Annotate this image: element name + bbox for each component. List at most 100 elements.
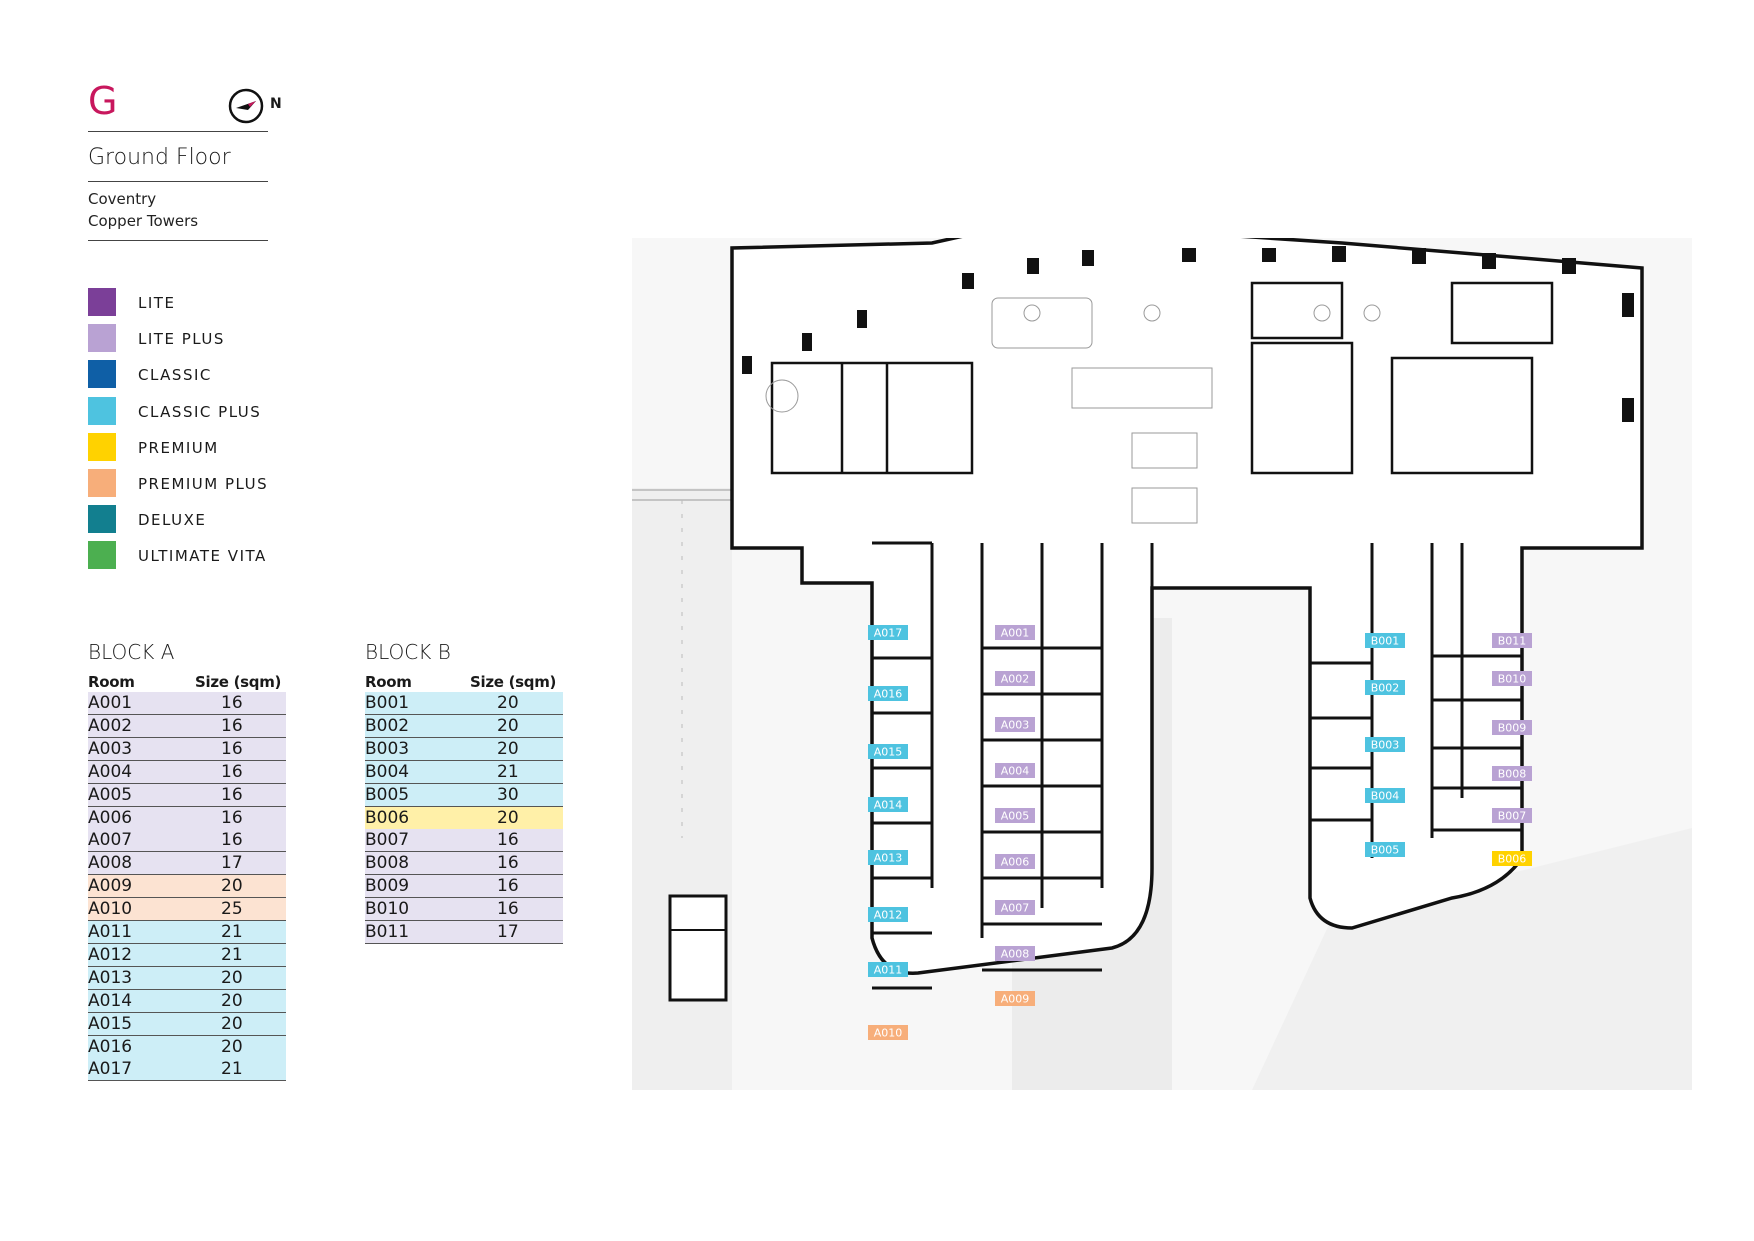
room-number: A006 bbox=[88, 807, 133, 828]
svg-text:A006: A006 bbox=[1001, 856, 1030, 869]
floor-plan: A017A016A015A014A013A012A011A010A001A002… bbox=[632, 238, 1692, 1090]
svg-text:B011: B011 bbox=[1498, 635, 1527, 648]
svg-text:B005: B005 bbox=[1371, 844, 1400, 857]
svg-text:B010: B010 bbox=[1498, 673, 1527, 686]
legend-swatch bbox=[88, 396, 116, 425]
room-label: A010 bbox=[868, 1025, 908, 1040]
svg-text:B003: B003 bbox=[1371, 739, 1400, 752]
room-size: 16 bbox=[221, 784, 243, 805]
room-label: A004 bbox=[995, 763, 1035, 778]
room-size: 20 bbox=[497, 715, 519, 736]
legend-label: PREMIUM bbox=[138, 438, 219, 457]
room-size: 20 bbox=[221, 967, 243, 988]
room-label: B003 bbox=[1365, 737, 1405, 752]
room-label: B011 bbox=[1492, 633, 1532, 648]
room-label: A011 bbox=[868, 962, 908, 977]
room-size: 20 bbox=[497, 807, 519, 828]
legend-label: ULTIMATE VITA bbox=[138, 547, 267, 566]
svg-text:A004: A004 bbox=[1001, 765, 1030, 778]
legend-item: LITE bbox=[88, 288, 348, 316]
room-number: A005 bbox=[88, 784, 133, 805]
room-size: 16 bbox=[221, 715, 243, 736]
legend-swatch bbox=[88, 469, 116, 497]
room-number: B008 bbox=[365, 853, 410, 874]
room-number: A017 bbox=[88, 1059, 133, 1080]
legend-swatch bbox=[88, 288, 116, 316]
svg-text:A015: A015 bbox=[874, 746, 903, 759]
table-row: B007 16 bbox=[365, 829, 563, 853]
room-label: A017 bbox=[868, 625, 908, 640]
room-number: B007 bbox=[365, 830, 410, 851]
svg-text:A017: A017 bbox=[874, 627, 903, 640]
room-number: B002 bbox=[365, 715, 410, 736]
room-label: A012 bbox=[868, 907, 908, 922]
room-size: 20 bbox=[497, 738, 519, 759]
legend-item: CLASSIC bbox=[88, 360, 348, 389]
room-number: B005 bbox=[365, 784, 410, 805]
room-label: B006 bbox=[1492, 851, 1532, 866]
room-size: 16 bbox=[497, 830, 519, 851]
room-number: B001 bbox=[365, 693, 410, 713]
room-size: 20 bbox=[221, 990, 243, 1011]
room-number: A015 bbox=[88, 1013, 133, 1034]
svg-text:A007: A007 bbox=[1001, 902, 1030, 915]
room-label: A002 bbox=[995, 671, 1035, 686]
room-label: A001 bbox=[995, 625, 1035, 640]
divider bbox=[88, 131, 268, 132]
room-size: 20 bbox=[221, 1036, 243, 1057]
north-label: N bbox=[270, 96, 282, 112]
room-number: A007 bbox=[88, 830, 133, 851]
location-city: Coventry bbox=[88, 190, 157, 208]
room-number: A001 bbox=[88, 693, 133, 713]
block-a-title: BLOCK A bbox=[88, 640, 175, 664]
room-label: A007 bbox=[995, 900, 1035, 915]
svg-text:A014: A014 bbox=[874, 799, 903, 812]
block-b-room-header: Room bbox=[365, 673, 412, 691]
block-a-size-header: Size (sqm) bbox=[195, 673, 282, 691]
room-size: 16 bbox=[497, 853, 519, 874]
room-label: A005 bbox=[995, 808, 1035, 823]
legend-swatch bbox=[88, 505, 116, 534]
room-size: 16 bbox=[497, 899, 519, 920]
table-row: A002 16 bbox=[88, 714, 286, 738]
svg-text:A013: A013 bbox=[874, 852, 903, 865]
room-label: B010 bbox=[1492, 671, 1532, 686]
room-size: 16 bbox=[221, 807, 243, 828]
room-size: 21 bbox=[497, 761, 519, 782]
room-label: A006 bbox=[995, 854, 1035, 869]
room-number: A009 bbox=[88, 876, 133, 897]
room-label: A014 bbox=[868, 797, 908, 812]
block-a-room-header: Room bbox=[88, 673, 135, 691]
room-label: A015 bbox=[868, 744, 908, 759]
compass-icon bbox=[228, 88, 264, 124]
table-row: A005 16 bbox=[88, 783, 286, 807]
svg-text:A011: A011 bbox=[874, 964, 903, 977]
room-number: B003 bbox=[365, 738, 410, 759]
room-size: 21 bbox=[221, 922, 243, 942]
room-number: A002 bbox=[88, 715, 133, 736]
room-number: A004 bbox=[88, 761, 133, 782]
room-size: 25 bbox=[221, 899, 243, 920]
room-size: 16 bbox=[221, 761, 243, 782]
legend-item: DELUXE bbox=[88, 505, 348, 534]
legend-item: LITE PLUS bbox=[88, 324, 348, 353]
room-size: 16 bbox=[221, 693, 243, 713]
legend-label: PREMIUM PLUS bbox=[138, 475, 269, 493]
room-number: A008 bbox=[88, 853, 133, 874]
table-row: A004 16 bbox=[88, 760, 286, 784]
floor-letter: G bbox=[88, 79, 118, 123]
svg-text:B007: B007 bbox=[1498, 810, 1527, 823]
table-row: B003 20 bbox=[365, 737, 563, 761]
svg-text:A002: A002 bbox=[1001, 673, 1030, 686]
